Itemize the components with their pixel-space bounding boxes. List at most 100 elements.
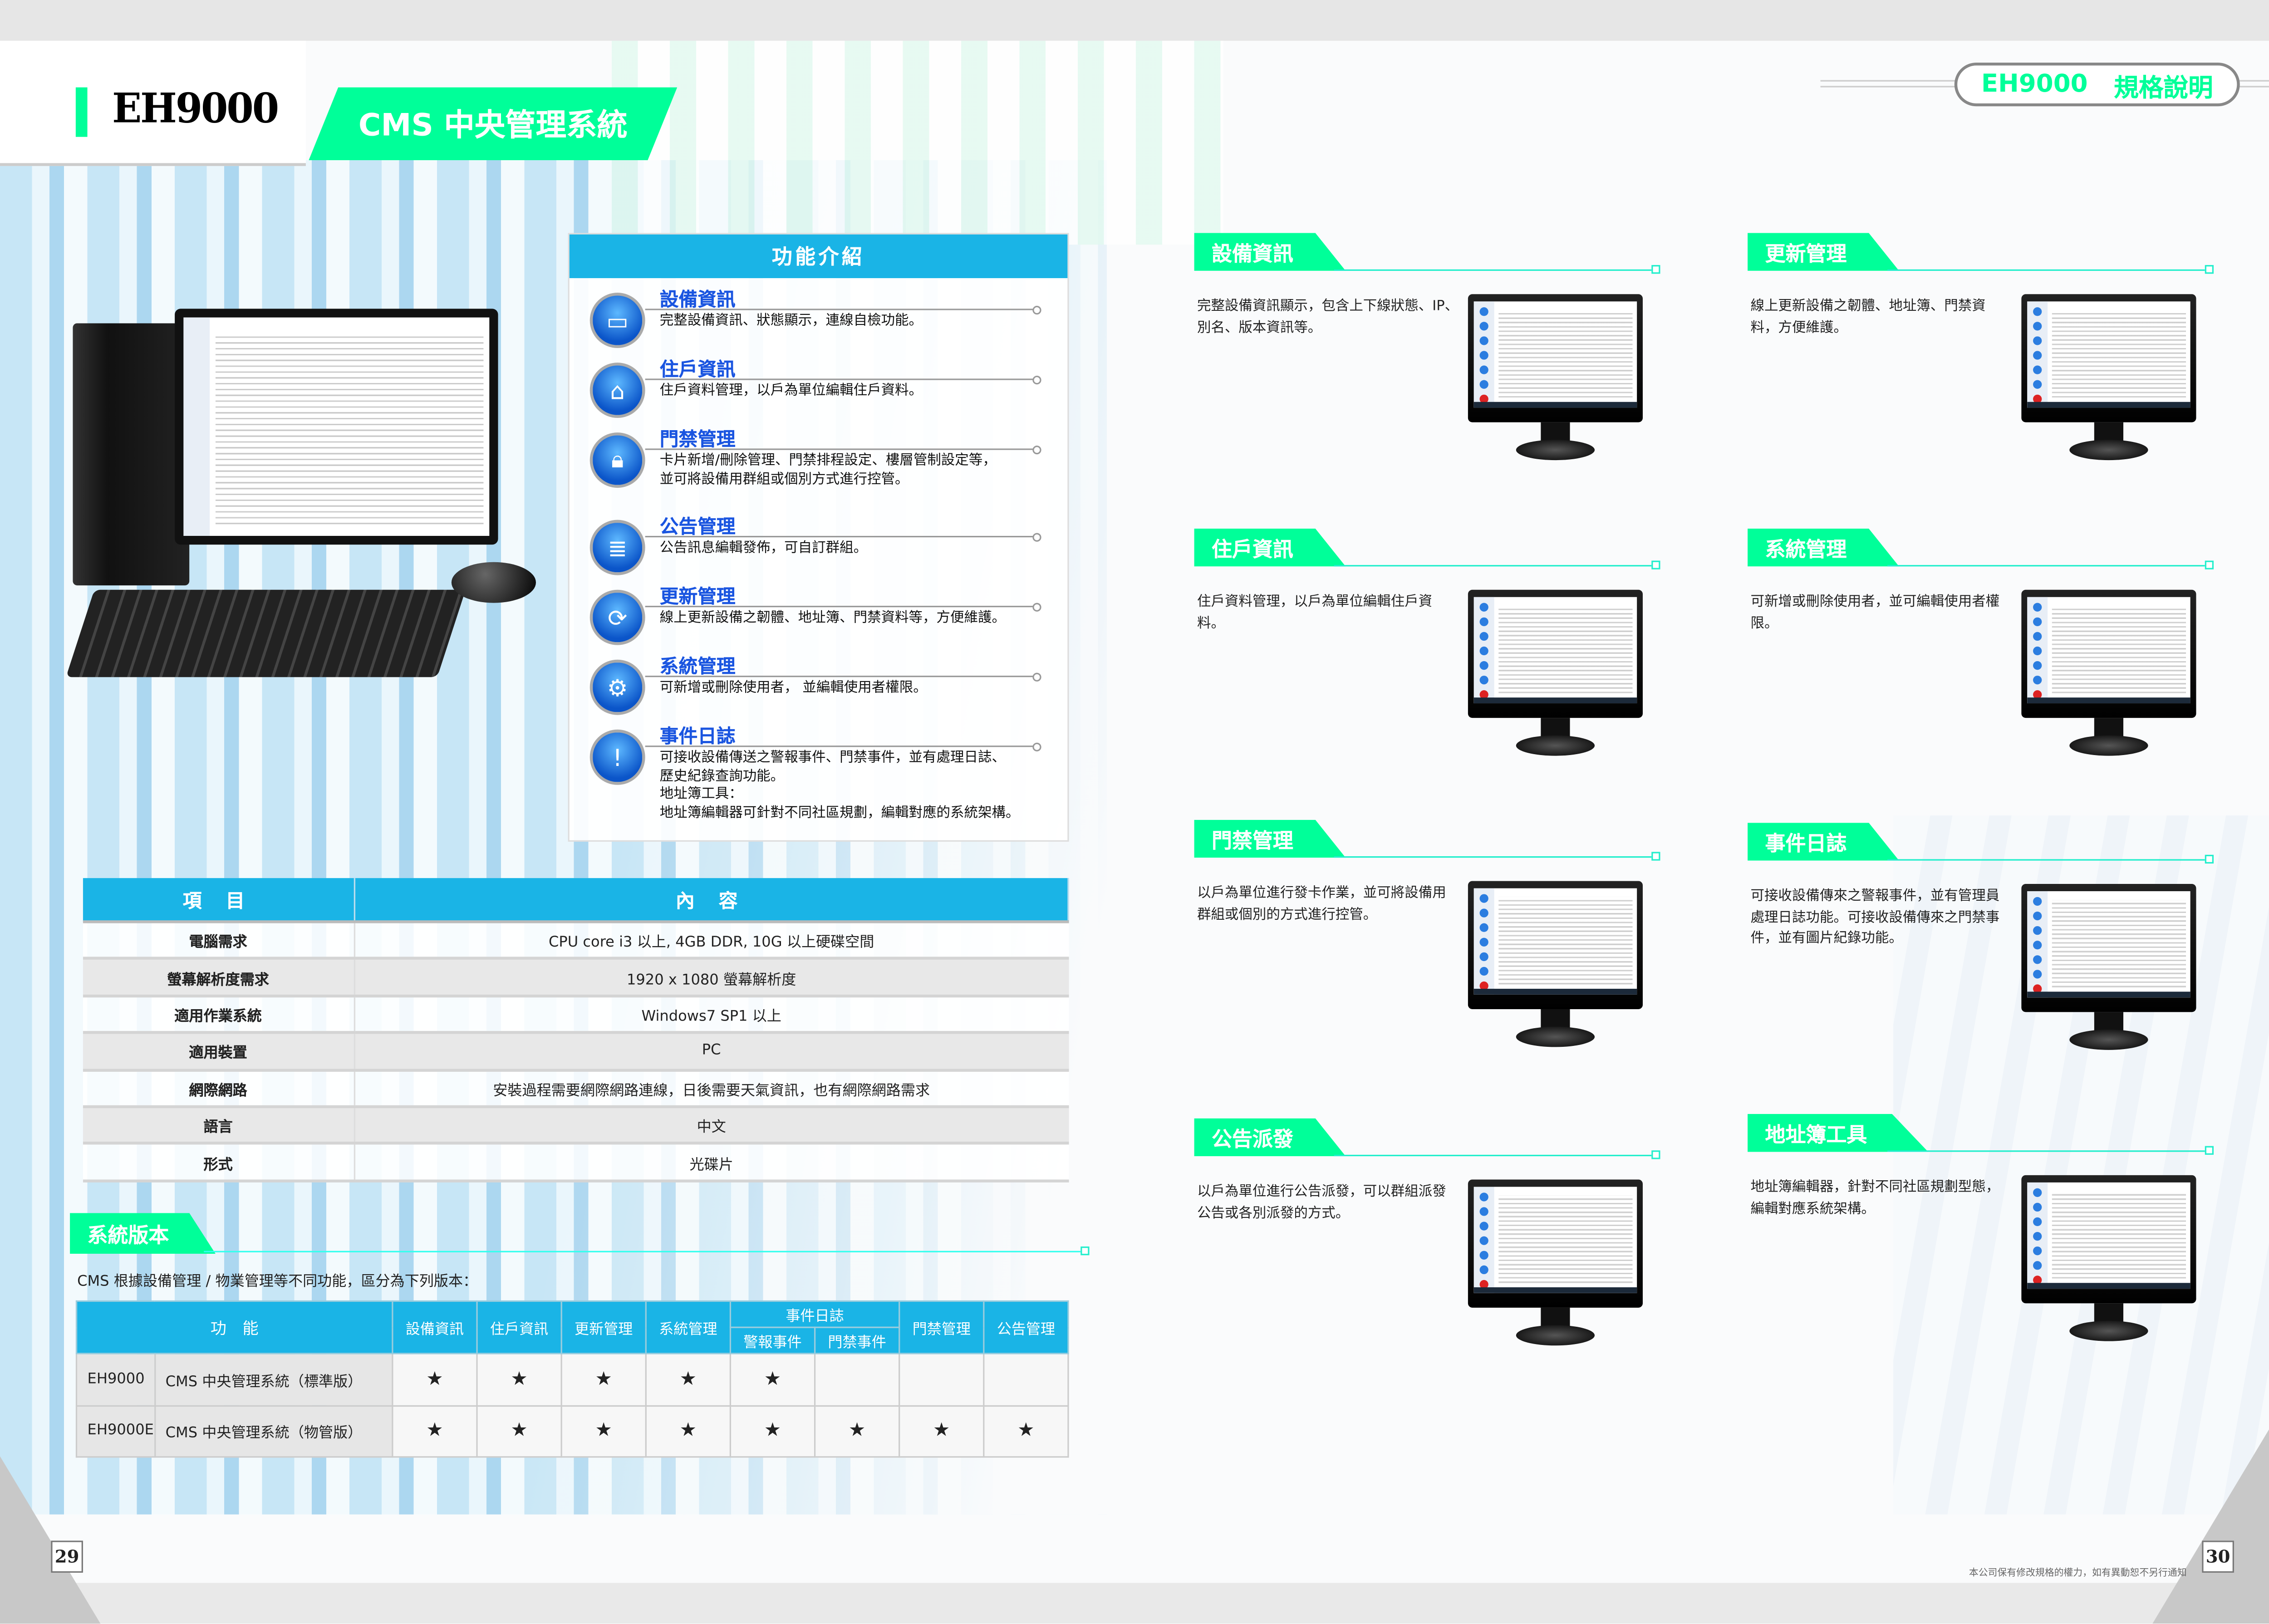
pill-line-left [1820,80,1959,88]
section-line [1334,265,1660,274]
spec-key: 適用作業系統 [83,996,355,1035]
version-header-col: 更新管理 [560,1300,647,1354]
feature-title: 住戶資訊 [659,359,736,382]
version-model: EH9000E [75,1404,156,1458]
feature-desc-line: 公告訊息編輯發佈，可自訂群組。 [659,540,868,556]
section-tag: 更新管理 [1748,233,1899,271]
version-intro: CMS 根據設備管理 / 物業管理等不同功能，區分為下列版本： [77,1274,478,1290]
building-photo-top [611,40,1223,245]
version-header-col: 系統管理 [645,1300,732,1354]
version-star-cell: ★ [392,1353,478,1406]
spec-key: 電腦需求 [83,922,355,961]
feature-desc-line: 住戶資料管理，以戶為單位編輯住戶資料。 [659,383,923,399]
version-name: CMS 中央管理系統（標準版） [153,1353,393,1406]
version-header-event-log: 事件日誌 [729,1300,900,1328]
top-band [0,0,2269,41]
section-tag: 公告派發 [1194,1118,1346,1157]
spec-key: 網際網路 [83,1070,355,1109]
section-tag: 地址簿工具 [1748,1114,1928,1152]
version-header-col: 公告管理 [983,1300,1069,1354]
spec-key: 螢幕解析度需求 [83,958,355,997]
section-tag: 事件日誌 [1748,823,1899,861]
feature-title: 公告管理 [659,517,736,539]
pill-line-right [2237,80,2269,88]
section-text: 以戶為單位進行發卡作業，並可將設備用群組或個別的方式進行控管。 [1197,885,1446,923]
feature-section: 公告派發 以戶為單位進行公告派發，可以群組派發公告或各別派發的方式。 [1194,1118,1660,1410]
bottom-band [0,1583,2269,1624]
header-panel [0,40,306,166]
version-header-access-event: 門禁事件 [814,1326,900,1354]
feature-title: 系統管理 [659,657,736,679]
spec-value: PC [354,1032,1068,1071]
page-number-right: 30 [2202,1541,2234,1573]
section-tag: 設備資訊 [1194,233,1346,271]
feature-desc-line: 地址簿工具： [659,786,743,803]
version-star-cell: ★ [476,1404,562,1458]
section-text: 線上更新設備之韌體、地址簿、門禁資料，方便維護。 [1750,298,1986,336]
spec-value: 光碟片 [354,1143,1068,1182]
feature-section: 系統管理 可新增或刪除使用者，並可編輯使用者權限。 [1748,528,2214,820]
spec-value: 1920 x 1080 螢幕解析度 [354,958,1068,997]
feature-divider [645,375,1041,385]
version-star-cell: ★ [392,1404,478,1458]
version-name: CMS 中央管理系統（物管版） [153,1404,393,1458]
version-star-cell: ★ [983,1404,1069,1458]
feature-intro-title: 功能介紹 [569,234,1068,278]
section-text: 地址簿編輯器，針對不同社區規劃型態，編輯對應系統架構。 [1750,1179,2000,1217]
refresh-icon: ⟳ [589,589,645,645]
section-line [1887,1146,2214,1155]
section-text: 可接收設備傳來之警報事件，並有管理員處理日誌功能。可接收設備傳來之門禁事件，並有… [1750,888,2000,947]
feature-desc: 線上更新設備之韌體、地址簿、門禁資料等，方便維護。 [660,610,1006,628]
monitor-screenshot-image [2021,1175,2196,1347]
section-text: 完整設備資訊顯示，包含上下線狀態、IP、別名、版本資訊等。 [1197,298,1459,336]
feature-title: 更新管理 [659,587,736,609]
alert-icon: ! [589,729,645,785]
home-icon: ⌂ [589,363,645,418]
feature-desc-line: 地址簿編輯器可針對不同社區規劃，編輯對應的系統架構。 [659,805,1020,821]
spec-header-content: 內 容 [354,878,1069,923]
version-star-cell [899,1353,985,1406]
version-star-cell: ★ [729,1353,816,1406]
feature-desc-line: 可接收設備傳送之警報事件、門禁事件，並有處理日誌、 [659,750,1006,766]
version-header-alarm-event: 警報事件 [729,1326,816,1354]
keyboard-image [66,589,466,677]
spec-title-pill: EH9000 規格說明 [1954,62,2240,107]
feature-divider [645,742,1041,751]
feature-desc-line: 並可將設備用群組或個別方式進行控管。 [659,471,909,487]
page-number-left: 29 [51,1541,83,1573]
spec-key: 語言 [83,1106,355,1145]
feature-desc-line: 可新增或刪除使用者， 並編輯使用者權限。 [659,680,927,696]
feature-section: 事件日誌 可接收設備傳來之警報事件，並有管理員處理日誌功能。可接收設備傳來之門禁… [1748,823,2214,1114]
door-lock-icon: 🔒︎ [589,432,645,488]
version-table: 功 能 設備資訊 住戶資訊 更新管理 系統管理 事件日誌 門禁管理 公告管理 警… [75,1300,1069,1458]
feature-title: 事件日誌 [659,726,736,749]
disclaimer-note: 本公司保有修改規格的權力，如有異動恕不另行通知 [1969,1567,2187,1579]
pc-tower-image [73,323,190,586]
model-title: EH9000 [112,84,279,133]
feature-desc-line: 線上更新設備之韌體、地址簿、門禁資料等，方便維護。 [659,610,1006,626]
section-line [1334,852,1660,861]
feature-intro-box: 功能介紹 ▭ 設備資訊 完整設備資訊、狀態顯示，連線自檢功能。 ⌂ 住戶資訊 住… [568,233,1069,842]
version-section-line [204,1246,1090,1256]
monitor-screenshot-image [1468,294,1643,466]
section-line [1334,560,1660,569]
feature-divider [645,305,1041,315]
monitor-screenshot-image [2021,589,2196,762]
feature-section: 住戶資訊 住戶資料管理，以戶為單位編輯住戶資料。 [1194,528,1660,820]
document-icon: ≣ [589,520,645,575]
section-line [1887,265,2214,274]
pill-title: 規格說明 [2114,74,2213,103]
version-star-cell: ★ [645,1353,732,1406]
section-tag: 系統管理 [1748,528,1899,567]
feature-divider [645,672,1041,682]
monitor-screenshot-image [1468,1179,1643,1351]
monitor-screenshot-image [1468,589,1643,762]
pill-model: EH9000 [1981,70,2088,99]
feature-divider [645,446,1041,455]
spec-value: CPU core i3 以上, 4GB DDR, 10G 以上硬碟空間 [354,922,1068,961]
feature-section: 更新管理 線上更新設備之韌體、地址簿、門禁資料，方便維護。 [1748,233,2214,524]
